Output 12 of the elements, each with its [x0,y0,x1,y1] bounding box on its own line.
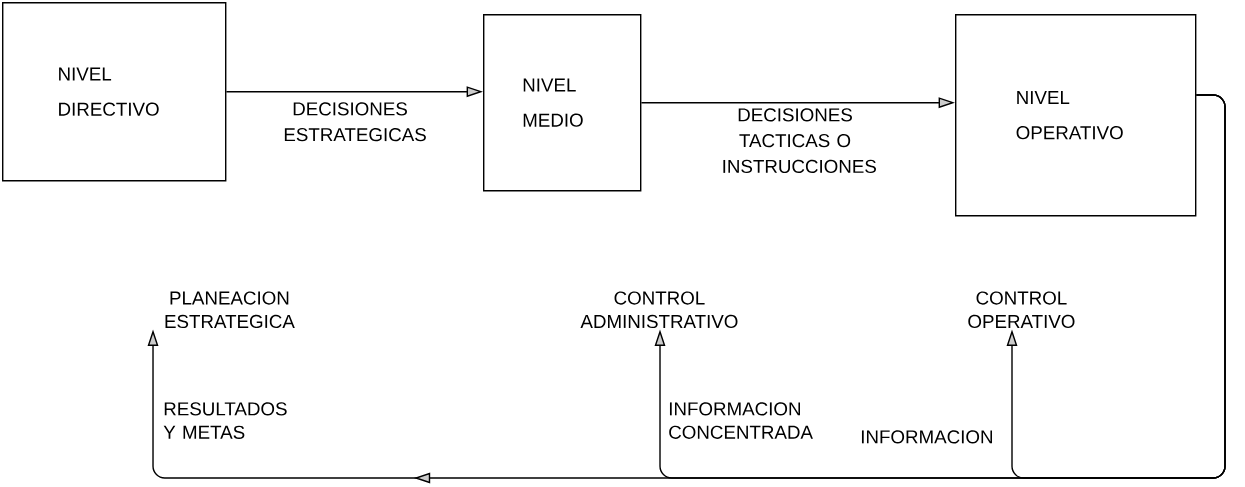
edge-label: DECISIONES ESTRATEGICAS [284,102,426,142]
edge-label: INFORMACION [861,430,992,444]
arrow [147,94,1226,484]
level-box: NIVEL OPERATIVO [955,14,1197,217]
level-box: NIVEL MEDIO [483,14,642,192]
edge-label: INFORMACION CONCENTRADA [669,402,813,439]
level-box: NIVEL DIRECTIVO [2,2,227,182]
edge-label: RESULTADOS Y METAS [163,402,287,439]
edge-label: DECISIONES TACTICAS O INSTRUCCIONES [723,108,876,174]
level-caption: PLANEACION ESTRATEGICA [165,291,295,329]
level-caption: CONTROL OPERATIVO [968,291,1075,329]
level-caption: CONTROL ADMINISTRATIVO [580,291,738,329]
